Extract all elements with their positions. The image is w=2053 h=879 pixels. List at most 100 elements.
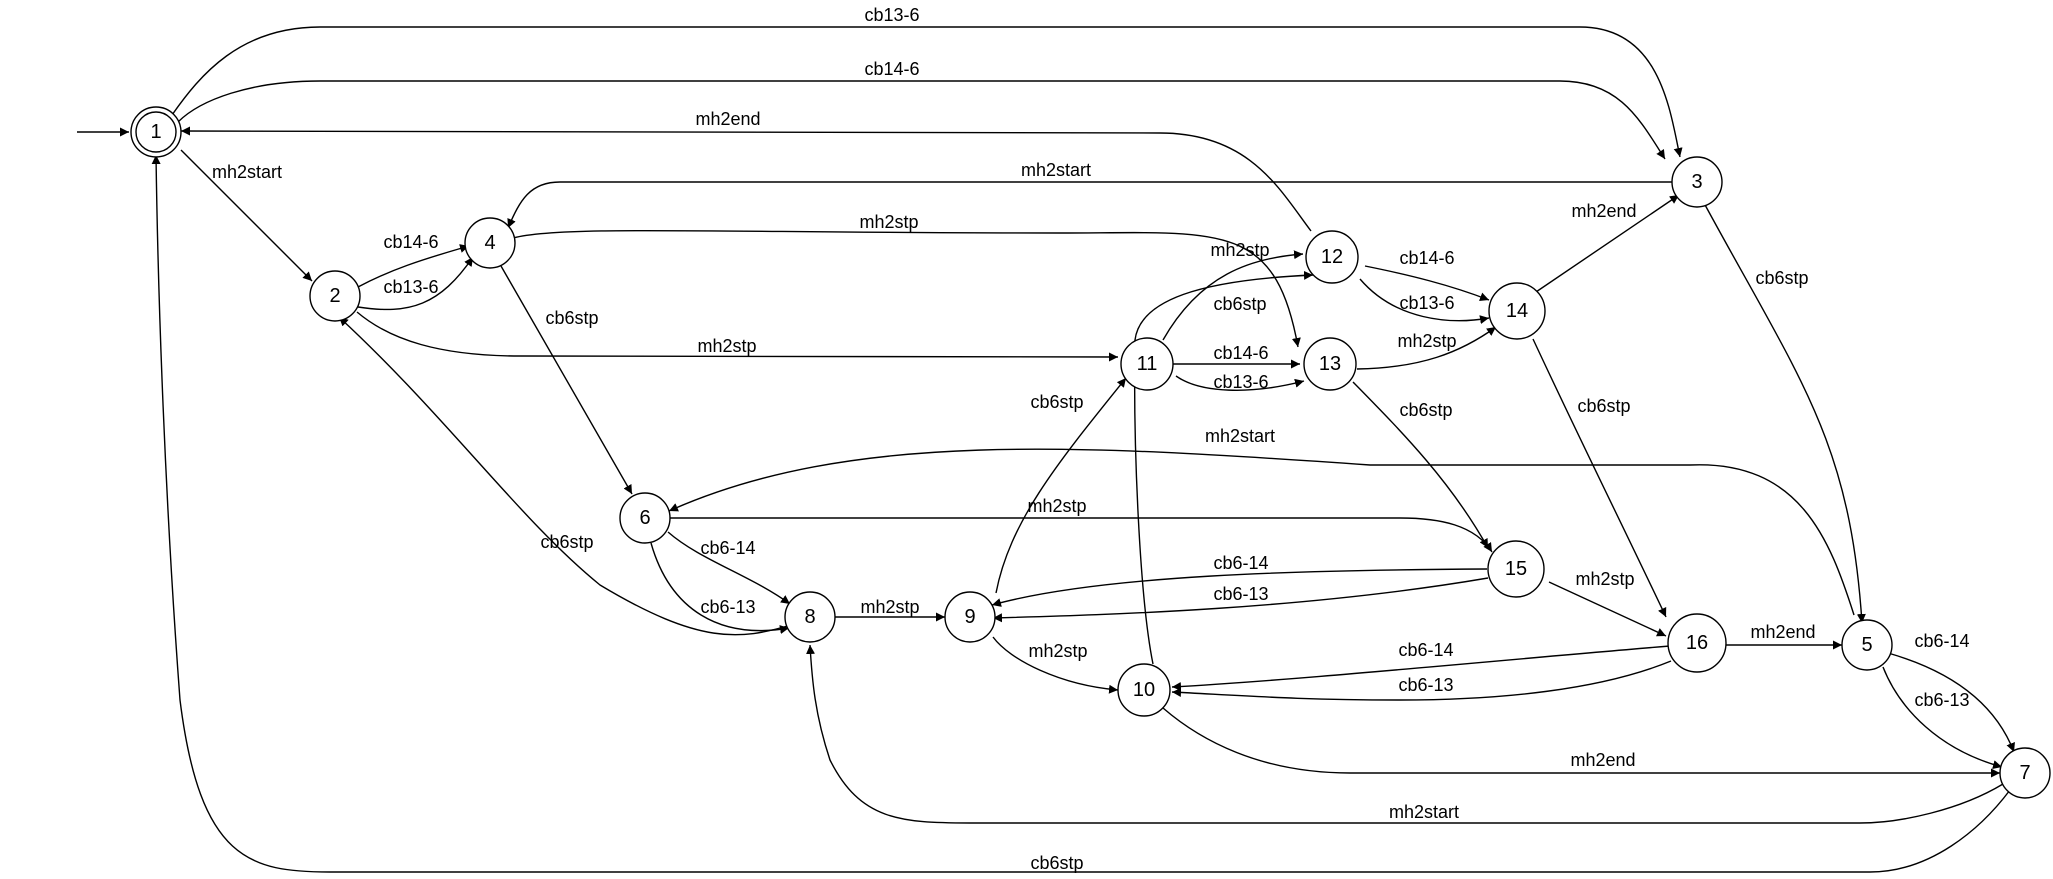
- edge-e25: [670, 517, 1493, 553]
- edge-e13: [1703, 202, 1866, 624]
- edge-e16: [1364, 265, 1490, 301]
- edge-label-e29: cb6-14: [1213, 553, 1268, 573]
- edge-e36: [1887, 652, 2015, 753]
- node-circle: [1999, 747, 2051, 799]
- edge-e15: [1133, 270, 1314, 665]
- edge-label-e28: mh2stp: [860, 597, 919, 617]
- edge-e39: [806, 644, 2004, 824]
- edge-label-e20: mh2stp: [1397, 331, 1456, 351]
- state-node-3: 3: [1671, 156, 1723, 208]
- edge-e38: [1162, 707, 2000, 778]
- node-circle: [1303, 337, 1357, 391]
- state-label: 2: [329, 285, 340, 307]
- edge-e22: [1352, 381, 1489, 549]
- state-label: 16: [1686, 632, 1708, 654]
- node-circle: [1671, 156, 1723, 208]
- node-circle: [464, 217, 516, 269]
- state-node-8: 8: [784, 591, 836, 643]
- edge-label-e9: mh2stp: [697, 336, 756, 356]
- state-label: 1: [150, 121, 161, 143]
- edge-label-e31: mh2stp: [1575, 569, 1634, 589]
- state-node-11: 11: [1120, 337, 1174, 391]
- edge-label-e7: cb14-6: [383, 232, 438, 252]
- edge-e23: [1532, 338, 1667, 618]
- edge-label-e3: mh2end: [695, 109, 760, 129]
- edge-e31: [1548, 581, 1667, 637]
- edge-e24: [668, 448, 1855, 616]
- state-node-13: 13: [1303, 337, 1357, 391]
- state-node-5: 5: [1841, 619, 1893, 671]
- edge-e19: [1175, 375, 1305, 391]
- edge-label-e18: cb14-6: [1213, 343, 1268, 363]
- state-node-16: 16: [1667, 613, 1727, 673]
- edge-label-e5: mh2start: [1021, 160, 1091, 180]
- edge-e3: [180, 126, 1312, 232]
- edge-e5: [507, 181, 1672, 229]
- edge-label-e23: cb6stp: [1577, 396, 1630, 416]
- state-label: 3: [1691, 171, 1702, 193]
- edge-e21: [995, 377, 1127, 594]
- edge-label-e22: cb6stp: [1399, 400, 1452, 420]
- edge-label-e40: cb6stp: [1030, 853, 1083, 873]
- state-label: 10: [1133, 679, 1155, 701]
- edge-e14: [1162, 250, 1304, 341]
- node-circle: [784, 591, 836, 643]
- edge-label-e27: cb6-13: [700, 597, 755, 617]
- node-circle: [1305, 230, 1359, 284]
- edge-label-e17: cb13-6: [1399, 293, 1454, 313]
- edge-label-e30: cb6-13: [1213, 584, 1268, 604]
- edge-label-e33: cb6-14: [1398, 640, 1453, 660]
- state-label: 9: [964, 606, 975, 628]
- edge-label-e12: mh2end: [1571, 201, 1636, 221]
- edge-label-e6: mh2stp: [859, 212, 918, 232]
- state-node-10: 10: [1117, 663, 1171, 717]
- edge-label-e13: cb6stp: [1755, 268, 1808, 288]
- node-circle: [1117, 663, 1171, 717]
- node-circle: [135, 111, 177, 153]
- node-circle: [1120, 337, 1174, 391]
- state-label: 12: [1321, 246, 1343, 268]
- state-node-12: 12: [1305, 230, 1359, 284]
- node-circle: [309, 270, 361, 322]
- state-label: 8: [804, 606, 815, 628]
- edge-label-e2: cb14-6: [864, 59, 919, 79]
- edge-e12: [1532, 194, 1680, 295]
- edge-label-e21: cb6stp: [1030, 392, 1083, 412]
- state-label: 15: [1505, 558, 1527, 580]
- state-label: 5: [1861, 634, 1872, 656]
- node-circle: [1667, 613, 1727, 673]
- edge-label-e34: cb6-13: [1398, 675, 1453, 695]
- node-circle: [1488, 282, 1546, 340]
- edge-e6: [512, 229, 1301, 348]
- state-label: 6: [639, 507, 650, 529]
- state-node-15: 15: [1487, 540, 1545, 598]
- edge-e26: [667, 531, 791, 605]
- node-circle: [619, 492, 671, 544]
- edge-label-e24: mh2start: [1205, 426, 1275, 446]
- edge-e17: [1359, 278, 1490, 325]
- state-label: 4: [484, 232, 495, 254]
- edge-label-e10: cb6stp: [545, 308, 598, 328]
- edge-e10: [500, 265, 633, 495]
- edge-e34: [1171, 660, 1672, 701]
- edge-e11: [338, 316, 792, 636]
- state-label: 14: [1506, 300, 1528, 322]
- edge-e20: [1356, 326, 1497, 370]
- state-label: 13: [1319, 353, 1341, 375]
- edge-e40: [151, 154, 2011, 873]
- edge-label-e1: cb13-6: [864, 5, 919, 25]
- edge-label-e25: mh2stp: [1027, 496, 1086, 516]
- state-label: 11: [1137, 353, 1158, 375]
- edge-label-e37: cb6-13: [1914, 690, 1969, 710]
- edge-label-e11: cb6stp: [540, 532, 593, 552]
- edge-label-e14: mh2stp: [1210, 240, 1269, 260]
- edge-e1: [171, 26, 1683, 158]
- edge-e27: [650, 542, 790, 634]
- edge-label-e38: mh2end: [1570, 750, 1635, 770]
- edge-label-e26: cb6-14: [700, 538, 755, 558]
- state-node-1: 1: [130, 106, 182, 158]
- edge-e9: [356, 311, 1119, 362]
- edge-e32: [992, 636, 1119, 694]
- edge-label-e36: cb6-14: [1914, 631, 1969, 651]
- state-label: 7: [2019, 762, 2030, 784]
